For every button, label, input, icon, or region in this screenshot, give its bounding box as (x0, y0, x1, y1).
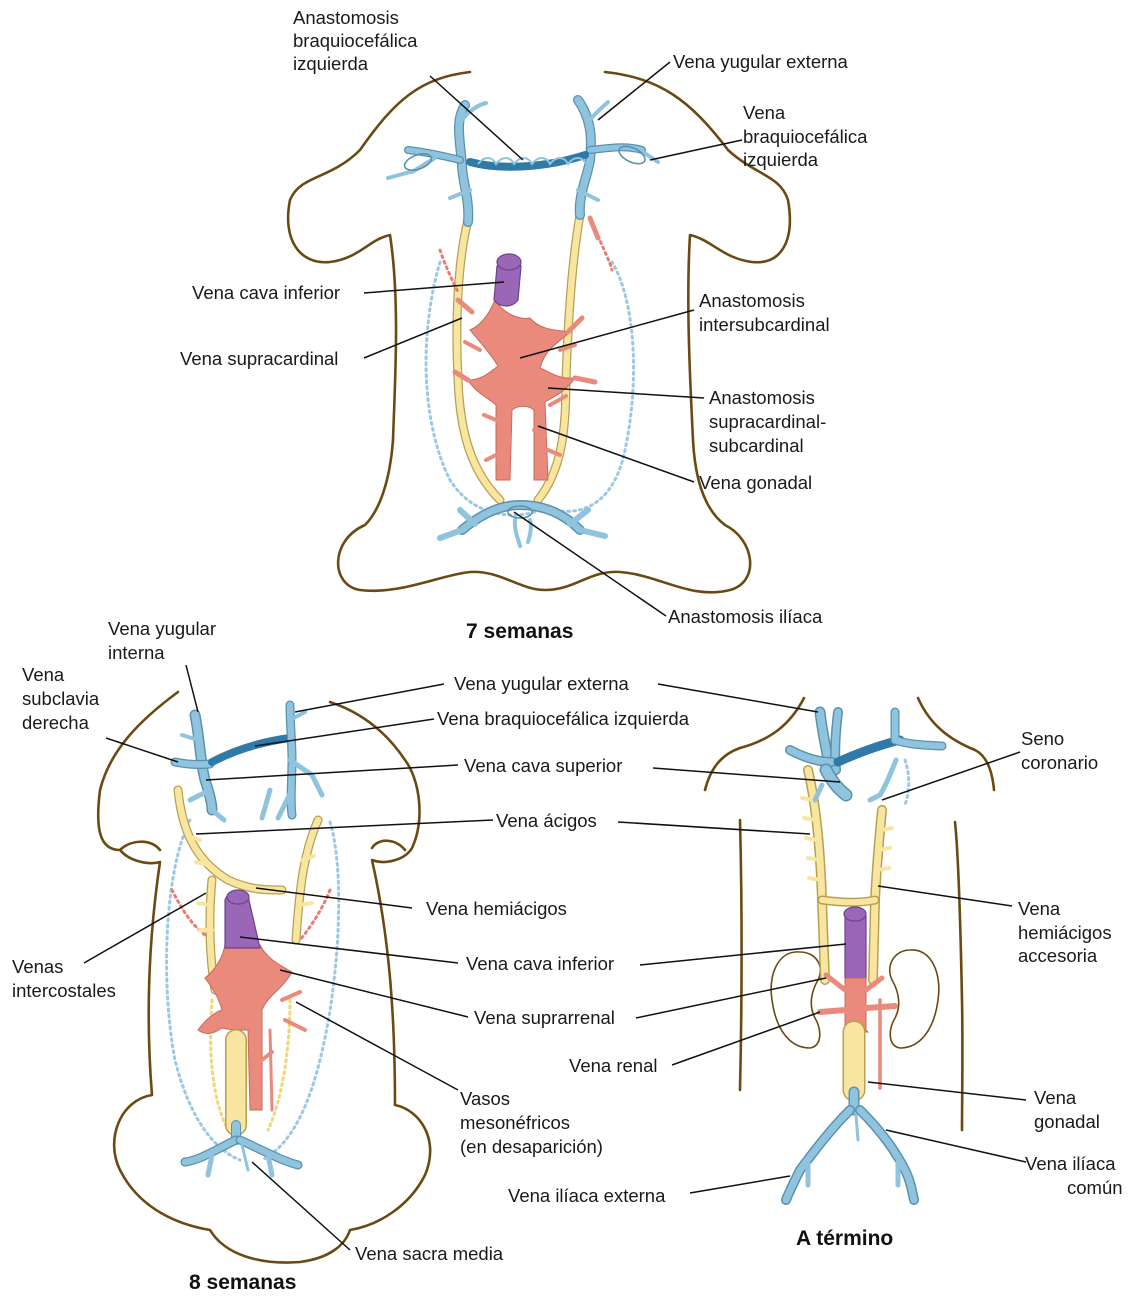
kidney-right (771, 952, 820, 1048)
label-vena-yugular-interna: Vena yugular interna (108, 618, 221, 663)
ivc-system-term (820, 907, 895, 1090)
iliac-veins-term (786, 1092, 914, 1200)
label-vena-yugular-externa-7w: Vena yugular externa (673, 51, 849, 72)
upper-veins-8w (175, 705, 322, 820)
label-vena-iliaca-comun: Vena ilíaca común (1025, 1153, 1123, 1198)
label-vena-renal: Vena renal (569, 1055, 657, 1076)
label-vena-hemiacigos: Vena hemiácigos (426, 898, 567, 919)
label-vena-yugular-externa-8w: Vena yugular externa (454, 673, 630, 694)
label-venas-intercostales: Venas intercostales (12, 956, 116, 1001)
label-anastomosis-braquiocefalica: Anastomosis braquiocefálica izquierda (293, 7, 423, 74)
label-anastomosis-intersubcardinal: Anastomosis intersubcardinal (699, 290, 830, 335)
title-7-semanas: 7 semanas (466, 620, 573, 643)
title-8-semanas: 8 semanas (189, 1271, 296, 1294)
label-vena-supracardinal: Vena supracardinal (180, 348, 338, 369)
label-vena-cava-inferior-7w: Vena cava inferior (192, 282, 340, 303)
label-anastomosis-supracardinal-subcardinal: Anastomosis supracardinal- subcardinal (709, 387, 831, 456)
cardinal-veins-7w (388, 100, 658, 222)
label-vena-acigos: Vena ácigos (496, 810, 597, 831)
label-vena-hemiacigos-accesoria: Vena hemiácigos accesoria (1018, 898, 1117, 966)
label-vena-subclavia-derecha: Vena subclavia derecha (22, 664, 104, 733)
kidney-left (890, 950, 939, 1048)
panel-7-weeks: Anastomosis braquiocefálica izquierda Ve… (180, 7, 873, 643)
label-seno-coronario: Seno coronario (1021, 728, 1098, 773)
label-vena-sacra-media: Vena sacra media (355, 1243, 504, 1264)
label-vena-iliaca-externa: Vena ilíaca externa (508, 1185, 666, 1206)
label-vena-gonadal-term: Vena gonadal (1034, 1087, 1100, 1132)
label-vena-cava-inferior-8w: Vena cava inferior (466, 953, 614, 974)
label-vena-braquiocefalica-izquierda-8w: Vena braquiocefálica izquierda (437, 708, 690, 729)
title-a-termino: A término (796, 1227, 893, 1250)
label-vena-cava-superior: Vena cava superior (464, 755, 622, 776)
label-vena-gonadal-7w: Vena gonadal (699, 472, 812, 493)
label-anastomosis-iliaca: Anastomosis ilíaca (668, 606, 823, 627)
label-vena-braquiocefalica-izquierda-7w: Vena braquiocefálica izquierda (743, 102, 873, 170)
label-vena-suprarrenal: Vena suprarrenal (474, 1007, 615, 1028)
label-vasos-mesonefricos: Vasos mesonéfricos (en desaparición) (460, 1088, 603, 1157)
